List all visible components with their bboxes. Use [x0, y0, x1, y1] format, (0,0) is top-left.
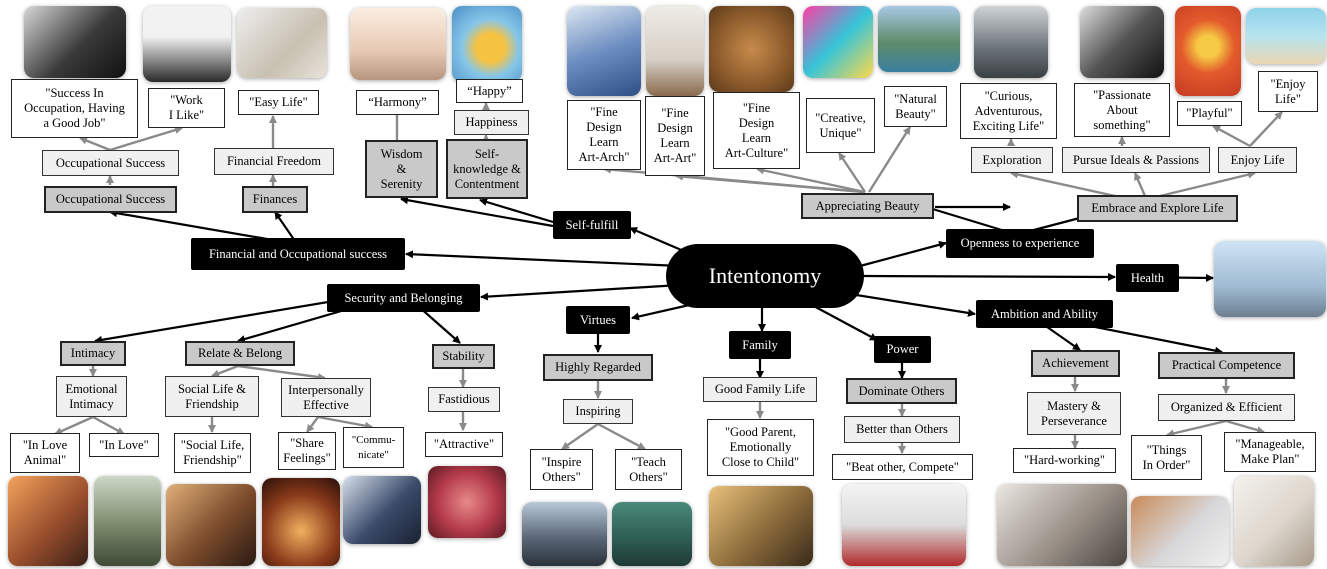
photo-smiley-faces-group	[143, 6, 231, 82]
node-highly-regarded: Highly Regarded	[543, 354, 653, 381]
category-health: Health	[1116, 264, 1179, 292]
quote-passionate: "Passionate About something"	[1074, 83, 1170, 137]
node-organized-efficient: Organized & Efficient	[1158, 394, 1295, 421]
photo-meeting-laptop	[343, 476, 421, 544]
node-achievement: Achievement	[1031, 350, 1120, 377]
photo-crowd-hands	[262, 478, 340, 566]
node-embrace-explore: Embrace and Explore Life	[1077, 195, 1238, 222]
quote-attractive: "Attractive"	[425, 432, 503, 457]
quote-creative-unique: "Creative, Unique"	[806, 98, 875, 153]
category-ambition-ability: Ambition and Ability	[976, 300, 1113, 328]
photo-couple-legs	[94, 476, 161, 566]
quote-hard-working: "Hard-working"	[1013, 448, 1116, 473]
node-happiness: Happiness	[454, 110, 529, 135]
node-practical-competence: Practical Competence	[1158, 352, 1295, 379]
node-fastidious: Fastidious	[428, 387, 500, 412]
quote-share-feelings: "Share Feelings"	[278, 432, 336, 470]
node-social-life-friendship: Social Life & Friendship	[165, 376, 259, 417]
node-better-than-others: Better than Others	[844, 416, 960, 443]
node-pursue-ideals: Pursue Ideals & Passions	[1062, 147, 1210, 173]
photo-speaker-stage	[522, 502, 607, 566]
node-stability: Stability	[432, 344, 495, 369]
quote-success-occupation: "Success In Occupation, Having a Good Jo…	[11, 79, 138, 138]
photo-woman-working	[997, 484, 1127, 566]
node-inspiring: Inspiring	[563, 399, 633, 424]
quote-good-parent: "Good Parent, Emotionally Close to Child…	[707, 419, 814, 476]
quote-curious-adventurous: "Curious, Adventurous, Exciting Life"	[960, 83, 1057, 139]
photo-athlete-bars	[1214, 241, 1326, 317]
central-node-intentonomy: Intentonomy	[666, 244, 864, 308]
photo-red-hair-woman	[428, 466, 506, 538]
photo-desk-coffee	[237, 8, 327, 78]
node-interpersonally-effective: Interpersonally Effective	[281, 378, 371, 417]
quote-fine-design-culture: "Fine Design Learn Art-Culture"	[713, 92, 800, 169]
photo-woman-sunset	[350, 8, 446, 80]
photo-couple-hands	[8, 476, 88, 566]
node-appreciating-beauty: Appreciating Beauty	[801, 193, 934, 219]
quote-inspire-others: "Inspire Others"	[530, 449, 593, 490]
quote-in-love: "In Love"	[89, 433, 159, 457]
category-financial-occupational: Financial and Occupational success	[191, 238, 405, 270]
photo-classroom-teacher	[612, 502, 692, 566]
quote-beat-other: "Beat other, Compete"	[832, 454, 973, 480]
category-openness: Openness to experience	[946, 229, 1094, 258]
node-good-family-life: Good Family Life	[703, 377, 817, 402]
photo-hockey-players	[842, 484, 966, 566]
node-financial-freedom: Financial Freedom	[214, 148, 334, 175]
photo-friends-party	[166, 484, 256, 566]
photo-laptop-organized-desk	[1131, 496, 1229, 566]
photo-mountain-lake	[878, 6, 960, 72]
quote-natural-beauty: "Natural Beauty"	[884, 86, 947, 127]
quote-happy: “Happy”	[456, 79, 523, 103]
node-occupational-success-grey: Occupational Success	[44, 186, 177, 213]
node-enjoy-life: Enjoy Life	[1218, 147, 1297, 173]
node-intimacy: Intimacy	[60, 341, 126, 366]
quote-fine-design-art: "Fine Design Learn Art-Art"	[645, 96, 705, 176]
category-power: Power	[874, 336, 931, 363]
quote-things-in-order: "Things In Order"	[1131, 435, 1202, 480]
node-emotional-intimacy: Emotional Intimacy	[56, 376, 127, 417]
quote-work-i-like: "Work I Like"	[148, 88, 225, 128]
node-self-knowledge: Self- knowledge & Contentment	[446, 139, 528, 199]
photo-playful-glasses	[1175, 6, 1241, 96]
photo-colorful-hair	[803, 6, 873, 78]
node-exploration: Exploration	[971, 147, 1053, 173]
category-family: Family	[729, 331, 791, 359]
photo-guitarist	[1080, 6, 1164, 78]
quote-in-love-animal: "In Love Animal"	[10, 433, 80, 473]
quote-manageable: "Manageable, Make Plan"	[1224, 432, 1316, 472]
node-occupational-success: Occupational Success	[42, 150, 179, 176]
photo-planner-writing	[1234, 476, 1314, 566]
node-dominate-others: Dominate Others	[846, 378, 957, 404]
node-relate-belong: Relate & Belong	[185, 341, 295, 366]
photo-parent-child-feet	[709, 486, 813, 566]
category-security-belonging: Security and Belonging	[327, 284, 480, 312]
node-finances: Finances	[242, 186, 308, 213]
photo-henna-hands	[709, 6, 794, 92]
quote-social-life-friendship: "Social Life, Friendship"	[174, 433, 251, 473]
quote-enjoy-life: "Enjoy Life"	[1258, 71, 1318, 112]
category-self-fulfill: Self-fulfill	[553, 211, 631, 239]
quote-playful: "Playful"	[1177, 101, 1242, 126]
quote-harmony: “Harmony”	[356, 90, 439, 115]
quote-fine-design-arch: "Fine Design Learn Art-Arch"	[567, 100, 641, 170]
photo-modern-architecture	[567, 6, 641, 96]
quote-teach-others: "Teach Others"	[615, 449, 682, 490]
node-wisdom-serenity: Wisdom & Serenity	[365, 140, 438, 198]
photo-happy-emoji	[452, 6, 522, 82]
quote-communicate: "Commu- nicate"	[343, 427, 404, 468]
photo-businessman-tie	[24, 6, 126, 78]
quote-easy-life: "Easy Life"	[238, 90, 319, 115]
node-mastery-perseverance: Mastery & Perseverance	[1027, 392, 1121, 435]
category-virtues: Virtues	[566, 306, 630, 334]
photo-art-gallery	[646, 6, 704, 96]
photo-beach-drink	[1246, 8, 1326, 64]
photo-waterfall-jump	[974, 6, 1048, 78]
